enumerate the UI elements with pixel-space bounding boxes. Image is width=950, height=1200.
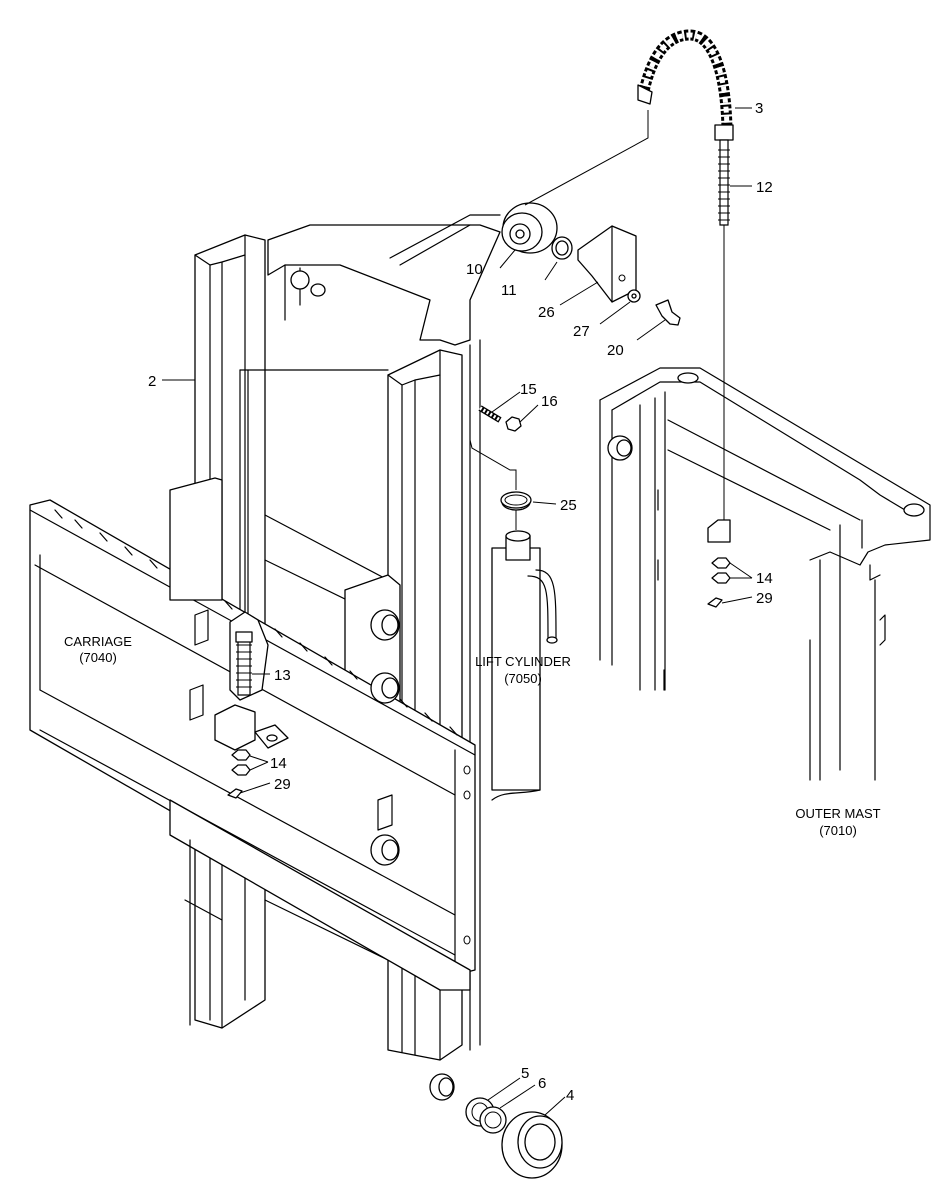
lift-cylinder-label: LIFT CYLINDER	[475, 654, 571, 669]
carriage-code: (7040)	[79, 650, 117, 665]
carriage-label: CARRIAGE	[64, 634, 132, 649]
callout-12: 12	[756, 179, 773, 196]
callout-16: 16	[541, 393, 558, 410]
callout-14-right: 14	[756, 570, 773, 587]
sheave-assembly	[501, 202, 681, 326]
carriage-chain-anchor	[214, 611, 289, 799]
callout-14-left: 14	[270, 755, 287, 772]
lift-cylinder-code: (7050)	[504, 671, 542, 686]
chain-anchor-bolt	[707, 139, 731, 543]
callout-15: 15	[520, 381, 537, 398]
callout-27: 27	[573, 323, 590, 340]
lift-chain	[637, 29, 734, 141]
callout-29-right: 29	[756, 590, 773, 607]
callout-3: 3	[755, 100, 763, 117]
callout-numbers: 2 3 12 10 11 26 27 20 15 16 25 14 29 13 …	[148, 100, 773, 1104]
outer-mast-drawing	[599, 367, 931, 781]
bottom-roller-assembly	[429, 1073, 563, 1179]
bolt-and-nut	[478, 405, 522, 432]
callout-20: 20	[607, 342, 624, 359]
leader-lines	[162, 107, 753, 1116]
chain-nuts-right	[707, 557, 731, 608]
callout-25: 25	[560, 497, 577, 514]
o-ring	[500, 491, 532, 509]
callout-2: 2	[148, 373, 156, 390]
assembly-labels: CARRIAGE (7040) LIFT CYLINDER (7050) OUT…	[64, 634, 881, 838]
callout-4: 4	[566, 1087, 574, 1104]
callout-10: 10	[466, 261, 483, 278]
callout-29-left: 29	[274, 776, 291, 793]
callout-26: 26	[538, 304, 555, 321]
callout-6: 6	[538, 1075, 546, 1092]
outer-mast-label: OUTER MAST	[795, 806, 880, 821]
lift-cylinder-drawing	[491, 493, 558, 801]
outer-mast-code: (7010)	[819, 823, 857, 838]
callout-13: 13	[274, 667, 291, 684]
callout-5: 5	[521, 1065, 529, 1082]
callout-11: 11	[501, 282, 517, 299]
